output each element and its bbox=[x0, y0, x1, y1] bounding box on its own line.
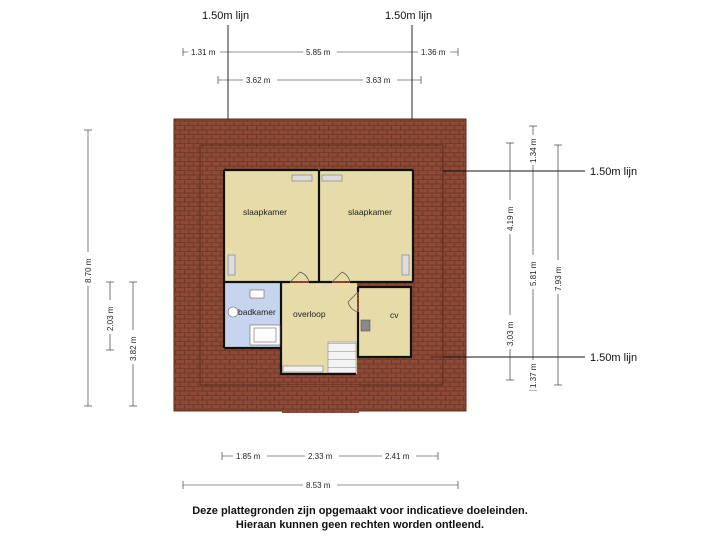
dim-right-e: 5.81 m bbox=[529, 261, 538, 286]
dim-top-1: 1.31 m bbox=[191, 48, 216, 57]
label-cv: cv bbox=[390, 310, 399, 320]
dim-top-3: 1.36 m bbox=[421, 48, 446, 57]
lijn-lines bbox=[227, 25, 585, 358]
disclaimer-line-1: Deze plattegronden zijn opgemaakt voor i… bbox=[192, 505, 528, 517]
cv-unit bbox=[360, 319, 371, 332]
dim-right-d: 1.37 m bbox=[529, 363, 538, 388]
dim-top-2: 5.85 m bbox=[306, 48, 331, 57]
doors bbox=[289, 271, 359, 313]
dim-bottom-1: 1.85 m bbox=[236, 452, 261, 461]
room-slaapkamer-right bbox=[320, 170, 413, 281]
dim-right-b: 4.19 m bbox=[506, 206, 515, 231]
disclaimer-line-2: Hieraan kunnen geen rechten worden ontle… bbox=[235, 519, 485, 531]
windows bbox=[227, 174, 410, 373]
dim-bottom-2: 2.33 m bbox=[308, 452, 333, 461]
dim-left-total: 8.70 m bbox=[84, 258, 93, 283]
dim-top2-2: 3.63 m bbox=[366, 76, 391, 85]
dim-right-c: 3.03 m bbox=[506, 321, 515, 346]
lijn-label-top-right: 1.50m lijn bbox=[385, 10, 432, 22]
label-badkamer: badkamer bbox=[238, 307, 276, 317]
dim-bottom-3: 2.41 m bbox=[385, 452, 410, 461]
staircase bbox=[327, 341, 357, 374]
label-slaapkamer-right: slaapkamer bbox=[348, 207, 392, 217]
dim-top2-1: 3.62 m bbox=[246, 76, 271, 85]
lijn-label-top-left: 1.50m lijn bbox=[202, 10, 249, 22]
label-overloop: overloop bbox=[293, 309, 326, 319]
dim-left-b: 3.82 m bbox=[129, 336, 138, 361]
label-slaapkamer-left: slaapkamer bbox=[243, 207, 287, 217]
dimension-label-backgrounds bbox=[83, 47, 563, 490]
dim-left-a: 2.03 m bbox=[106, 306, 115, 331]
lijn-label-right-bottom: 1.50m lijn bbox=[590, 352, 637, 364]
dim-bottom-total: 8.53 m bbox=[306, 481, 331, 490]
bathroom-fixtures bbox=[227, 289, 281, 346]
room-slaapkamer-left bbox=[224, 170, 318, 281]
lijn-label-right-top: 1.50m lijn bbox=[590, 166, 637, 178]
dim-right-f: 7.93 m bbox=[554, 266, 563, 291]
dim-right-a: 1.34 m bbox=[529, 138, 538, 163]
walls bbox=[222, 168, 415, 376]
